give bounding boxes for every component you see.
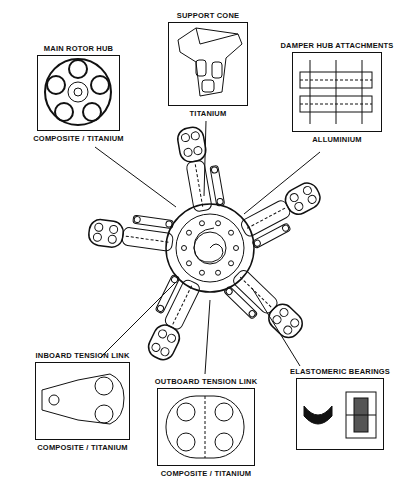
rotor-part bbox=[145, 321, 183, 363]
rotor-part bbox=[282, 324, 293, 335]
bearing-inset bbox=[304, 392, 376, 438]
rotor-part bbox=[252, 223, 291, 249]
rotor-part bbox=[186, 230, 191, 235]
rotor-part bbox=[237, 179, 328, 249]
rotor-part bbox=[155, 274, 180, 313]
rotor-part bbox=[166, 333, 177, 344]
rotor-part bbox=[176, 126, 208, 164]
part-name: DAMPER HUB ATTACHMENTS bbox=[280, 41, 393, 50]
rotor-part bbox=[193, 146, 202, 155]
rotor-part bbox=[248, 310, 256, 318]
rotor-part bbox=[108, 235, 117, 244]
rotor-part bbox=[211, 167, 218, 174]
rotor-part bbox=[239, 199, 292, 238]
rotor-part bbox=[222, 265, 307, 349]
rotor-part bbox=[194, 228, 223, 262]
rotor-part bbox=[133, 215, 174, 228]
rotor-part bbox=[293, 201, 304, 212]
rotor-part bbox=[302, 185, 313, 196]
rotor-part bbox=[223, 286, 257, 320]
rotor-part bbox=[109, 225, 118, 234]
rotor-part bbox=[216, 221, 221, 226]
rotor-part bbox=[199, 221, 204, 226]
part-name: INBOARD TENSION LINK bbox=[36, 351, 130, 360]
rotor-hub-assembly bbox=[87, 124, 328, 363]
rotor-part bbox=[307, 194, 318, 205]
rotor-part bbox=[216, 270, 221, 275]
rotor-part bbox=[264, 300, 307, 342]
rotor-part bbox=[229, 230, 234, 235]
rotor-part bbox=[166, 204, 254, 292]
inset-box: DAMPER HUB ATTACHMENTSALLUMINIUM bbox=[292, 52, 382, 132]
inboard-inset bbox=[42, 374, 124, 424]
rotor-part bbox=[87, 218, 124, 248]
rotor-part bbox=[191, 131, 200, 140]
material-label: ALLUMINIUM bbox=[312, 135, 362, 144]
inset-box: INBOARD TENSION LINKCOMPOSITE / TITANIUM bbox=[35, 362, 130, 440]
rotor-part bbox=[195, 163, 203, 206]
rotor-part bbox=[231, 268, 279, 316]
rotor-part bbox=[134, 216, 141, 223]
rotor-part bbox=[281, 224, 289, 232]
inset-box: ELASTOMERIC BEARINGS bbox=[296, 378, 384, 450]
rotor-part bbox=[240, 277, 272, 308]
material-label: COMPOSITE / TITANIUM bbox=[33, 134, 124, 143]
rotor-part bbox=[199, 270, 204, 275]
rotor-part bbox=[176, 124, 225, 213]
cone-inset bbox=[178, 28, 242, 96]
rotor-part bbox=[157, 329, 168, 340]
part-name: SUPPORT CONE bbox=[177, 11, 239, 20]
rotor-part bbox=[282, 179, 324, 218]
outboard-inset bbox=[166, 396, 244, 458]
rotor-part bbox=[93, 233, 102, 242]
rotor-part bbox=[94, 223, 103, 232]
rotor-part bbox=[125, 236, 169, 242]
part-name: ELASTOMERIC BEARINGS bbox=[290, 367, 390, 376]
material-label: COMPOSITE / TITANIUM bbox=[161, 469, 252, 478]
rotor-part bbox=[182, 246, 187, 251]
part-name: MAIN ROTOR HUB bbox=[44, 44, 113, 53]
rotor-part bbox=[172, 286, 191, 326]
leader-lines bbox=[95, 121, 320, 374]
rotor-part bbox=[210, 165, 225, 206]
material-label: TITANIUM bbox=[190, 109, 227, 118]
rotor-part bbox=[234, 246, 239, 251]
damper-inset bbox=[300, 60, 372, 124]
rotor-part bbox=[289, 192, 300, 203]
rotor-part bbox=[181, 133, 190, 142]
hub-inset bbox=[45, 59, 111, 125]
rotor-part bbox=[186, 261, 191, 266]
rotor-part bbox=[271, 314, 282, 325]
inset-box: MAIN ROTOR HUBCOMPOSITE / TITANIUM bbox=[37, 55, 120, 131]
rotor-part bbox=[176, 214, 244, 282]
inset-box: SUPPORT CONETITANIUM bbox=[168, 22, 248, 106]
rotor-part bbox=[247, 208, 286, 229]
rotor-part bbox=[183, 148, 192, 157]
part-name: OUTBOARD TENSION LINK bbox=[155, 377, 258, 386]
rotor-part bbox=[163, 278, 201, 331]
rotor-part bbox=[87, 209, 175, 255]
rotor-part bbox=[156, 304, 164, 312]
rotor-part bbox=[229, 261, 234, 266]
rotor-part bbox=[151, 342, 162, 353]
rotor-part bbox=[137, 273, 205, 364]
material-label: COMPOSITE / TITANIUM bbox=[37, 443, 128, 452]
rotor-part bbox=[160, 346, 171, 357]
inset-box: OUTBOARD TENSION LINKCOMPOSITE / TITANIU… bbox=[157, 388, 255, 466]
